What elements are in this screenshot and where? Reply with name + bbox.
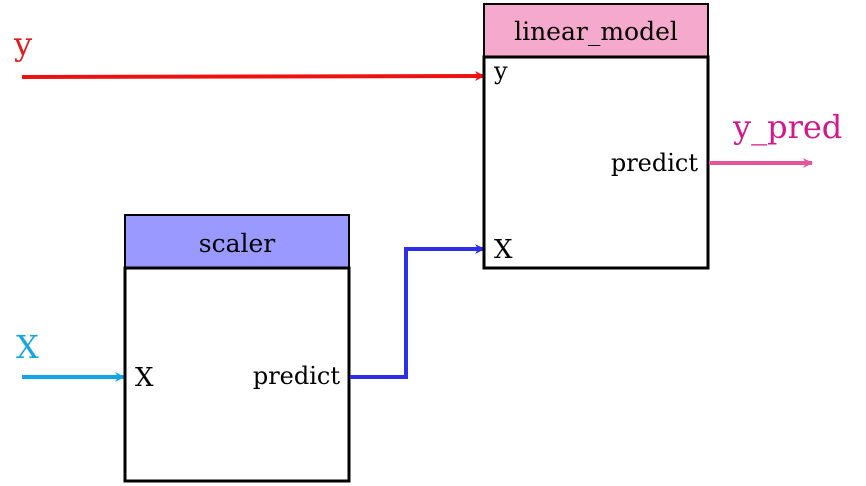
y-pred-output-label: y_pred: [732, 108, 842, 146]
scaler-body: [123, 266, 351, 483]
linear-model-body: [482, 55, 710, 270]
scaler-title: scaler: [199, 229, 276, 258]
y-input-arrow: [21, 71, 485, 82]
linear-model-port-X: X: [494, 235, 513, 265]
linear-model-title: linear_model: [514, 17, 678, 46]
scaler-port-X: X: [135, 363, 154, 393]
linear-model-block: linear_model y X predict: [482, 3, 710, 270]
scaler-port-predict: predict: [253, 362, 341, 390]
y-input-label: y: [13, 25, 32, 63]
linear-model-port-y: y: [493, 57, 508, 85]
X-input-label: X: [16, 328, 39, 366]
scaler-block: scaler X predict: [123, 214, 351, 483]
linear-model-port-predict: predict: [611, 149, 699, 177]
scaler-to-linear-model-arrow: [350, 244, 485, 379]
